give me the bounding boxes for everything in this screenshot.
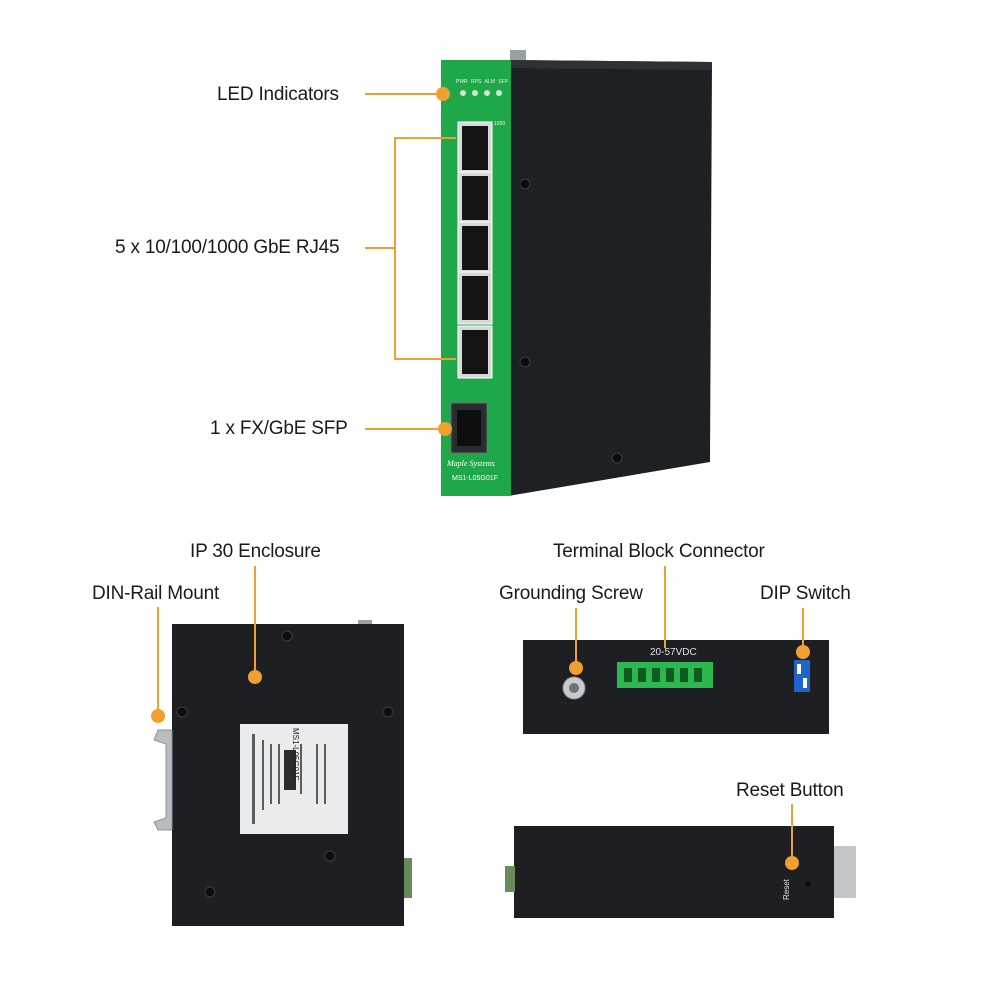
led-label: RPS xyxy=(471,79,482,85)
callout-dot-dip xyxy=(796,645,810,659)
led-label: ALM xyxy=(484,79,495,85)
callout-enclosure: IP 30 Enclosure xyxy=(190,541,321,562)
callout-dot-grounding xyxy=(569,661,583,675)
din-rail-edge xyxy=(834,846,856,898)
callout-reset-button: Reset Button xyxy=(736,780,844,801)
reset-text: Reset xyxy=(782,879,791,900)
led-rps xyxy=(472,90,478,96)
dip-switch xyxy=(794,660,810,692)
led-alm xyxy=(484,90,490,96)
led-pwr xyxy=(460,90,466,96)
callout-grounding-screw: Grounding Screw xyxy=(499,583,643,604)
din-rail-clip xyxy=(153,729,173,831)
callout-dot-reset xyxy=(785,856,799,870)
reset-face xyxy=(514,826,834,918)
callout-dot-din xyxy=(151,709,165,723)
reset-hole xyxy=(805,881,811,887)
callout-dot-sfp xyxy=(438,422,452,436)
callout-terminal-block: Terminal Block Connector xyxy=(553,541,765,562)
brand-text: Maple Systems xyxy=(447,459,495,468)
led-labels: PWR RPS ALM SFP xyxy=(456,79,508,85)
model-text: MS1-L05G01F xyxy=(452,475,498,482)
rj45-ports xyxy=(457,121,493,379)
callout-dip-switch: DIP Switch xyxy=(760,583,851,604)
label-model-text: MS1-L05G01F xyxy=(291,728,300,781)
voltage-text: 20-57VDC xyxy=(650,647,697,658)
callout-din-rail: DIN-Rail Mount xyxy=(92,583,220,604)
led-label: SFP xyxy=(498,79,508,85)
led-sfp xyxy=(496,90,502,96)
led-label: PWR xyxy=(456,79,468,85)
callout-sfp: 1 x FX/GbE SFP xyxy=(210,418,348,439)
chassis-side xyxy=(508,60,712,496)
callout-led-indicators: LED Indicators xyxy=(217,84,339,105)
callout-dot-led xyxy=(436,87,450,101)
top-screw xyxy=(510,50,526,60)
callout-dot-enclosure xyxy=(248,670,262,684)
callout-rj45-ports: 5 x 10/100/1000 GbE RJ45 xyxy=(115,237,340,258)
port-speed-label: 1000 xyxy=(494,121,506,127)
